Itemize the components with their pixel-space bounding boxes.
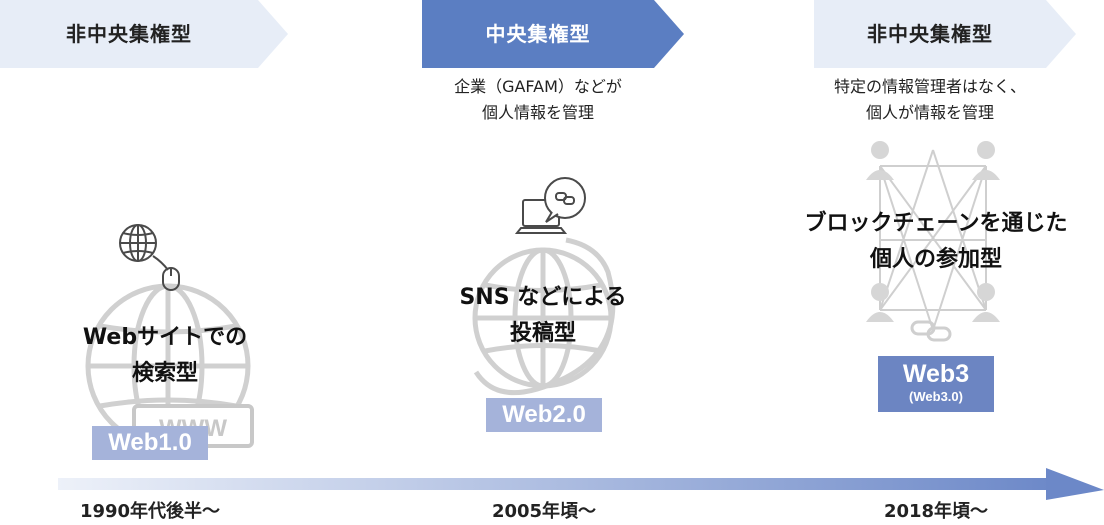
chevron-label: 中央集権型 (485, 22, 591, 46)
small-globe-icon (119, 224, 157, 262)
description-line: 特定の情報管理者はなく、 (833, 77, 1026, 96)
title-line: 個人の参加型 (869, 247, 1002, 272)
web3-badge: Web3 (Web3.0) (878, 356, 994, 412)
network-people-icon (879, 149, 987, 331)
title-line: 投稿型 (509, 321, 576, 346)
mouse-icon (152, 255, 180, 291)
year-label-era2: 2005年頃〜 (491, 501, 597, 522)
title-line: 検索型 (131, 361, 198, 386)
title-line: ブロックチェーンを通じた (804, 211, 1068, 236)
era3-title: ブロックチェーンを通じた 個人の参加型 (786, 206, 1086, 278)
laptop-chat-icon (514, 177, 586, 234)
era3-description: 特定の情報管理者はなく、 個人が情報を管理 (814, 74, 1046, 126)
chevron-label: 非中央集権型 (66, 22, 192, 46)
people-icons (866, 141, 1000, 322)
chevron-label: 非中央集権型 (867, 22, 993, 46)
web1-badge: Web1.0 (92, 426, 208, 460)
year-label-era3: 2018年頃〜 (883, 501, 989, 522)
chevron-era1: 非中央集権型 (0, 0, 288, 68)
badge-title: Web3 (902, 360, 970, 388)
globe-orbit-icon (472, 237, 616, 396)
title-line: Webサイトでの (82, 325, 248, 350)
chain-link-icon (910, 320, 952, 342)
era2-title: SNS などによる 投稿型 (418, 280, 668, 352)
description-line: 企業（GAFAM）などが (454, 77, 622, 96)
web2-badge: Web2.0 (486, 398, 602, 432)
year-label-era1: 1990年代後半〜 (79, 501, 221, 522)
badge-subtitle: (Web3.0) (909, 389, 963, 404)
description-line: 個人が情報を管理 (865, 103, 994, 122)
chevron-era3: 非中央集権型 (814, 0, 1076, 68)
title-line: SNS などによる (459, 285, 627, 310)
era1-title: Webサイトでの 検索型 (40, 320, 290, 392)
description-line: 個人情報を管理 (481, 103, 594, 122)
timeline-arrow (58, 468, 1104, 500)
chevron-era2: 中央集権型 (422, 0, 684, 68)
era2-description: 企業（GAFAM）などが 個人情報を管理 (422, 74, 654, 126)
